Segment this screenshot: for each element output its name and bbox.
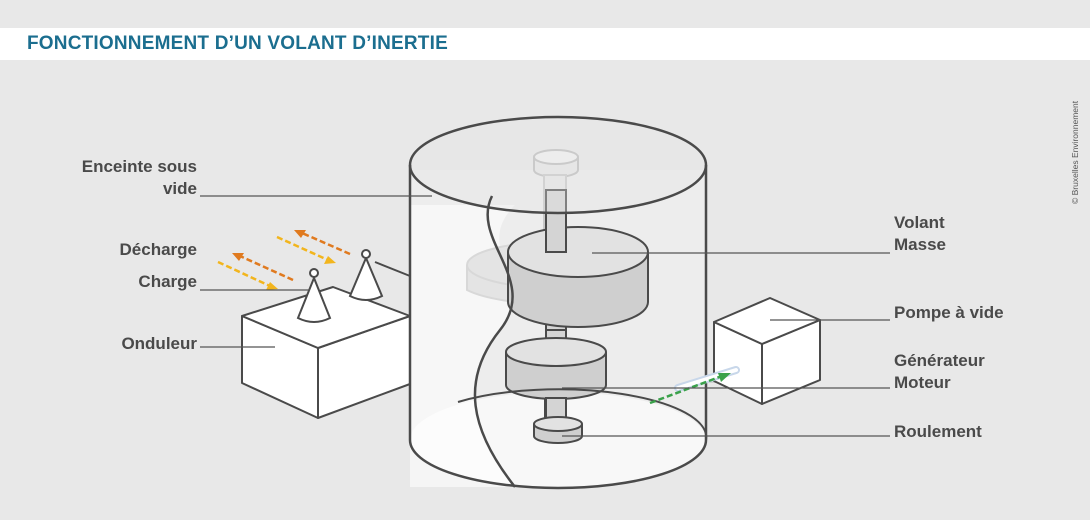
label-generator-line2: Moteur — [894, 373, 951, 392]
terminal-cones — [296, 249, 384, 323]
bearing — [533, 416, 583, 444]
vacuum-pump-box — [713, 297, 821, 405]
label-discharge: Décharge — [119, 240, 197, 259]
generator-motor — [505, 329, 607, 421]
leader-lines — [200, 195, 890, 437]
motor-arrow — [649, 373, 731, 405]
discharge-arrows — [232, 230, 351, 282]
label-charge: Charge — [138, 272, 197, 291]
label-enclosure-line1: Enceinte sous — [81, 157, 197, 176]
label-flywheel: Volant Masse — [894, 212, 946, 256]
label-bearing: Roulement — [894, 422, 982, 441]
label-flywheel-line2: Masse — [894, 235, 946, 254]
flywheel-mass — [507, 189, 649, 328]
label-generator-line1: Générateur — [894, 351, 985, 370]
charge-arrows — [217, 235, 336, 290]
enclosure-outline — [408, 115, 708, 490]
label-enclosure: Enceinte sous vide — [70, 156, 197, 200]
label-enclosure-line2: vide — [162, 179, 197, 198]
title-bar: FONCTIONNEMENT D’UN VOLANT D’INERTIE — [0, 28, 1090, 60]
label-vacuum-pump: Pompe à vide — [894, 303, 1004, 322]
label-inverter: Onduleur — [121, 334, 197, 353]
label-generator: Générateur Moteur — [894, 350, 985, 394]
page-title: FONCTIONNEMENT D’UN VOLANT D’INERTIE — [27, 33, 448, 54]
label-flywheel-line1: Volant — [894, 213, 945, 232]
